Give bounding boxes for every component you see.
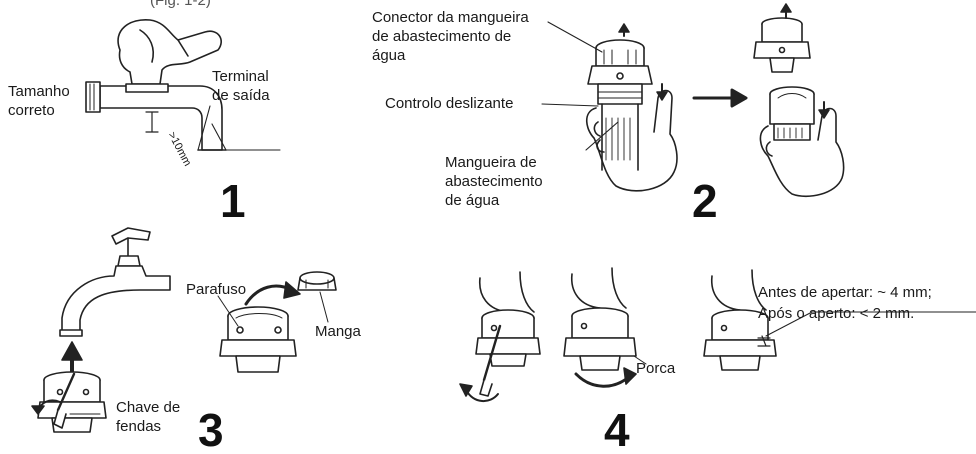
step-number-2: 2: [692, 175, 718, 227]
label-sleeve: Manga: [315, 323, 361, 340]
label-supply-hose: Mangueira de abastecimento de água: [445, 154, 543, 209]
label-nut: Porca: [636, 360, 676, 377]
connector-sleeve-illustration: [217, 271, 337, 373]
connector-assembly-illustration: [541, 21, 678, 192]
step-number-3: 3: [198, 404, 224, 454]
label-slider-control: Controlo deslizante: [385, 95, 514, 112]
header-fragment: (Fig. 1-2): [150, 0, 211, 9]
label-screwdriver: Chave de fendas: [116, 399, 181, 435]
label-after-tightening: Após o aperto: < 2 mm.: [758, 305, 915, 322]
faucet-3-illustration: [31, 227, 171, 433]
tightening-illustrations: [459, 267, 976, 402]
sequence-arrow: [692, 88, 748, 108]
label-correct-size: Tamanho correto: [8, 83, 70, 119]
connector-separated-illustration: [753, 3, 845, 198]
faucet-1-illustration: [85, 19, 281, 151]
label-screw: Parafuso: [186, 281, 247, 298]
label-before-tightening: Antes de apertar: ~ 4 mm;: [758, 284, 932, 301]
label-outlet-terminal: Terminal de saída: [212, 68, 270, 104]
step-number-1: 1: [220, 175, 246, 227]
label-hose-connector: Conector da mangueira de abastecimento d…: [372, 9, 529, 64]
step-number-4: 4: [604, 404, 630, 454]
